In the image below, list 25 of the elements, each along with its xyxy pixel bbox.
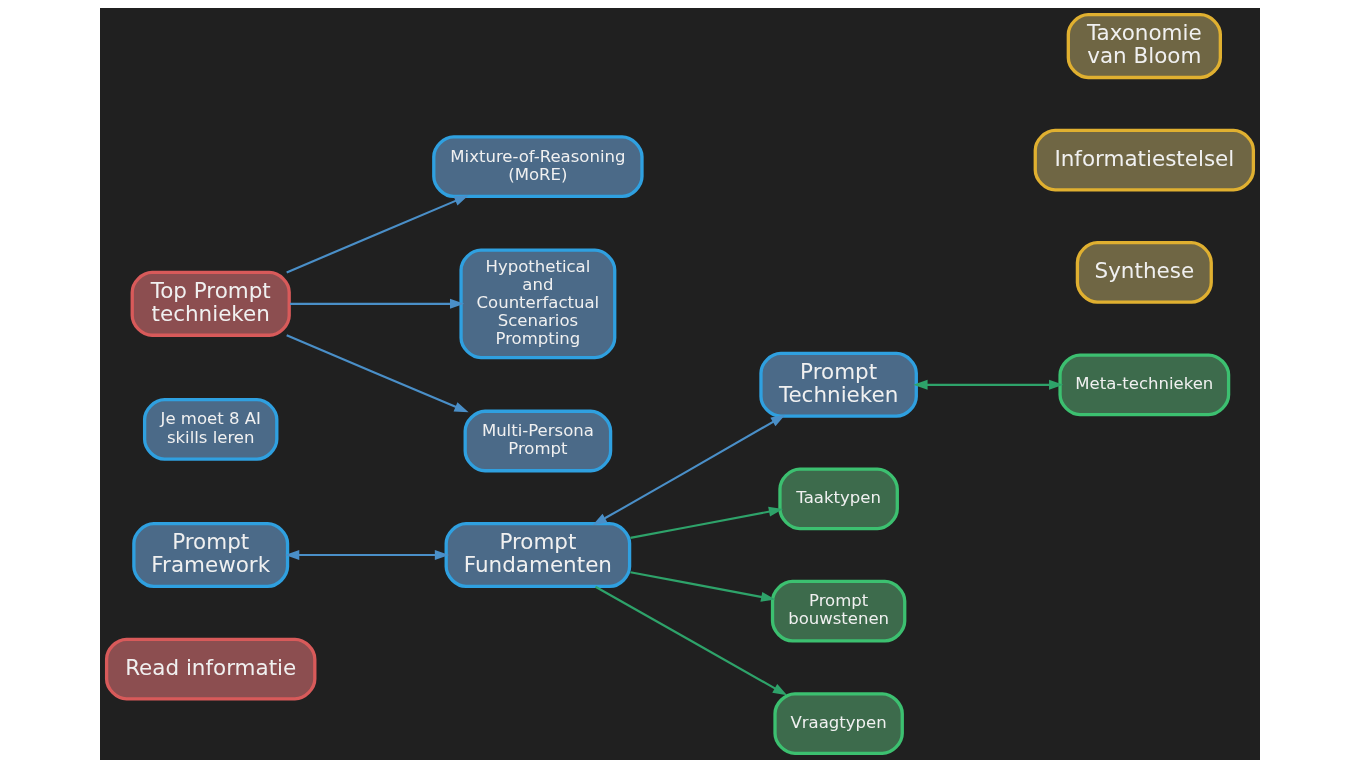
node-box: Mixture-of-Reasoning (MoRE) bbox=[432, 135, 644, 199]
node-box: Informatiestelsel bbox=[1033, 128, 1256, 192]
arrow bbox=[285, 550, 450, 560]
node-box: Hypothetical and Counterfactual Scenarios Prompting bbox=[459, 248, 617, 360]
node-box: Prompt Fundamenten bbox=[444, 522, 632, 589]
node-box: Synthese bbox=[1075, 241, 1213, 304]
arrow bbox=[286, 195, 469, 274]
node-box: Prompt Technieken bbox=[759, 351, 918, 418]
node-box: Meta-technieken bbox=[1058, 353, 1231, 417]
arrow bbox=[630, 506, 784, 539]
node-box: Taaktypen bbox=[778, 467, 899, 531]
node-box: Je moet 8 AI skills leren bbox=[142, 398, 279, 461]
node-box: Prompt bouwstenen bbox=[770, 579, 907, 643]
node-box: Taxonomie van Bloom bbox=[1066, 13, 1222, 80]
node-box: Read informatie bbox=[104, 637, 317, 701]
node-box: Top Prompt technieken bbox=[130, 270, 291, 337]
node-box: Vraagtypen bbox=[773, 692, 904, 755]
arrow bbox=[594, 585, 788, 696]
arrow bbox=[286, 334, 469, 413]
arrow bbox=[592, 414, 786, 526]
arrow bbox=[913, 379, 1064, 390]
arrow bbox=[630, 571, 776, 602]
node-box: Multi-Persona Prompt bbox=[463, 409, 613, 473]
node-box: Prompt Framework bbox=[132, 522, 290, 589]
arrow bbox=[289, 298, 465, 309]
